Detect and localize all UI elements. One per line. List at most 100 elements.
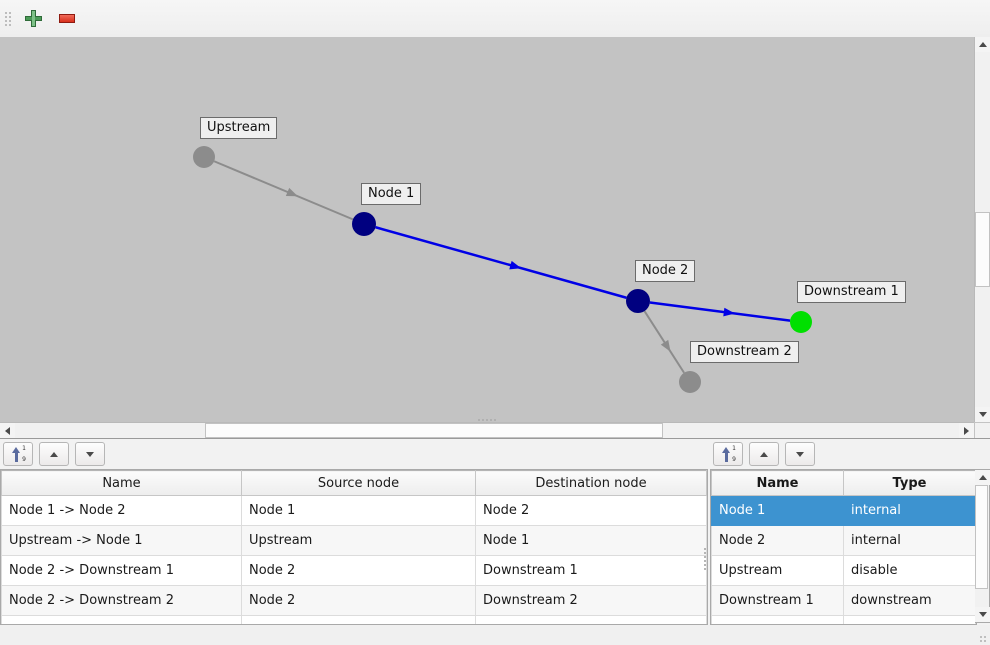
nodes-table-cell[interactable]: internal (843, 525, 976, 556)
edges-table-cell[interactable]: Node 1 -> Node 2 (1, 495, 242, 526)
nodes-table-cell[interactable]: Upstream (711, 555, 844, 586)
scroll-left-button[interactable] (0, 423, 15, 438)
toolbar-drag-handle[interactable] (3, 6, 13, 32)
graph-node-label-downstream1[interactable]: Downstream 1 (797, 281, 906, 303)
chevron-left-icon (5, 426, 10, 435)
edges-table-empty-row (1, 615, 707, 624)
edges-table-empty-cell (1, 615, 242, 624)
nodes-table-cell[interactable]: disable (843, 555, 976, 586)
canvas-vertical-scroll-thumb[interactable] (975, 212, 990, 287)
graph-node-label-node1[interactable]: Node 1 (361, 183, 422, 205)
canvas-horizontal-scroll-thumb[interactable] (205, 423, 663, 438)
nodes-table-column-header-0[interactable]: Name (711, 470, 844, 496)
graph-edge-node1-node2[interactable] (375, 226, 627, 299)
nodes-scroll-down-button[interactable] (975, 607, 990, 622)
graph-edge-node2-downstream2[interactable] (643, 310, 685, 374)
nodes-move-down-button[interactable] (785, 442, 815, 466)
edges-table-cell[interactable]: Node 2 (241, 555, 476, 586)
graph-node-label-downstream2[interactable]: Downstream 2 (690, 341, 799, 363)
graph-node-node1[interactable] (352, 212, 376, 236)
edges-table-column-header-1[interactable]: Source node (241, 470, 476, 496)
nodes-scroll-up-button[interactable] (975, 470, 990, 485)
edges-table-cell[interactable]: Node 2 (475, 495, 707, 526)
edges-table-cell[interactable]: Upstream (241, 525, 476, 556)
plus-icon (24, 10, 42, 27)
graph-node-downstream1[interactable] (790, 311, 812, 333)
edges-table-column-header-0[interactable]: Name (1, 470, 242, 496)
nodes-move-up-button[interactable] (749, 442, 779, 466)
graph-edge-arrow-node2-downstream1 (723, 307, 735, 317)
edges-table-cell[interactable]: Node 2 -> Downstream 2 (1, 585, 242, 616)
graph-edge-arrow-node1-node2 (509, 260, 522, 270)
add-button[interactable] (19, 5, 47, 33)
edges-table-cell[interactable]: Upstream -> Node 1 (1, 525, 242, 556)
nodes-table-empty-row (711, 615, 976, 624)
nodes-table-column-header-1[interactable]: Type (843, 470, 976, 496)
nodes-scroll-thumb[interactable] (975, 485, 988, 589)
remove-button[interactable] (53, 5, 81, 33)
resize-grip[interactable] (979, 635, 987, 643)
edges-table-cell[interactable]: Downstream 2 (475, 585, 707, 616)
graph-node-downstream2[interactable] (679, 371, 701, 393)
nodes-table-vertical-scrollbar[interactable] (975, 469, 990, 623)
graph-edge-node2-downstream1[interactable] (649, 301, 791, 322)
nodes-table-cell[interactable]: Node 1 (711, 495, 844, 526)
edges-move-down-button[interactable] (75, 442, 105, 466)
chevron-up-icon (978, 475, 987, 480)
canvas-horizontal-scrollbar[interactable] (0, 422, 974, 438)
edges-table-cell[interactable]: Node 1 (241, 495, 476, 526)
scroll-down-button[interactable] (975, 407, 990, 422)
edges-table-cell[interactable]: Node 1 (475, 525, 707, 556)
move-down-icon (796, 451, 804, 457)
graph-edge-arrow-node2-downstream2 (660, 339, 671, 352)
edges-move-up-button[interactable] (39, 442, 69, 466)
canvas-vertical-scrollbar[interactable] (974, 37, 990, 422)
nodes-table-cell[interactable]: Downstream 1 (711, 585, 844, 616)
nodes-table-cell[interactable]: Node 2 (711, 525, 844, 556)
nodes-table-empty-cell (843, 615, 976, 624)
chevron-right-icon (964, 426, 969, 435)
graph-node-upstream[interactable] (193, 146, 215, 168)
graph-node-node2[interactable] (626, 289, 650, 313)
main-toolbar (0, 0, 990, 38)
graph-node-label-node2[interactable]: Node 2 (635, 260, 696, 282)
panes-splitter-handle[interactable] (702, 494, 708, 624)
move-up-icon (50, 451, 58, 457)
edges-table-column-header-2[interactable]: Destination node (475, 470, 707, 496)
edges-table-cell[interactable]: Downstream 1 (475, 555, 707, 586)
nodes-table-cell[interactable]: downstream (843, 585, 976, 616)
graph-edges-layer (213, 160, 791, 374)
scrollbar-corner (975, 423, 990, 438)
scroll-right-button[interactable] (959, 423, 974, 438)
graph-edge-upstream-node1[interactable] (213, 160, 354, 221)
edges-table-cell[interactable]: Node 2 (241, 585, 476, 616)
canvas-splitter-handle[interactable] (0, 417, 974, 422)
scroll-up-button[interactable] (975, 37, 990, 52)
edges-table-cell[interactable]: Node 2 -> Downstream 1 (1, 555, 242, 586)
nodes-table-cell[interactable]: internal (843, 495, 976, 526)
move-down-icon (86, 451, 94, 457)
graph-node-label-upstream[interactable]: Upstream (200, 117, 278, 139)
